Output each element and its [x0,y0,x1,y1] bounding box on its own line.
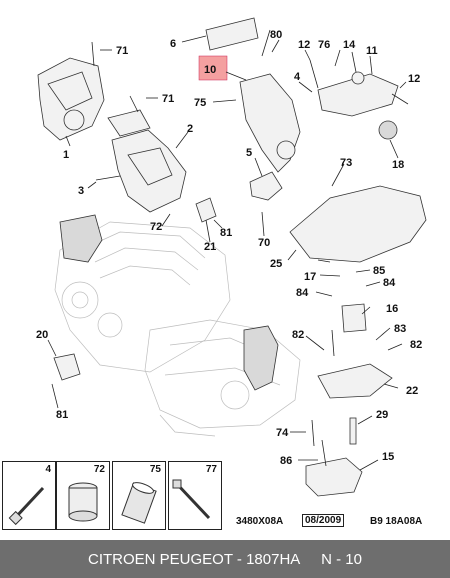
callout-71: 71 [116,45,128,57]
callout-70: 70 [258,237,270,249]
part-18-washer [378,120,398,140]
callout-2: 2 [187,123,193,135]
part-16-rubber-mount [341,303,367,333]
callout-6: 6 [170,38,176,50]
long-bolt-icon [172,479,211,520]
callout-12b: 12 [408,73,420,85]
part-5-bracket [249,171,283,201]
callout-14: 14 [343,39,356,51]
part-25-tray [289,185,427,263]
part-10-bracket [198,55,301,173]
callout-84b: 84 [296,287,309,299]
callout-72: 72 [150,221,162,233]
callout-75: 75 [194,97,206,109]
callout-17: 17 [304,271,316,283]
callout-12: 12 [298,39,310,51]
bolt-icon [8,486,45,526]
highlighted-part-callout [198,55,228,81]
footer-spacer [300,551,321,568]
part-22-lower-bracket [317,363,393,399]
part-15-mount-bracket [305,457,363,497]
legend-item-4: 4 [2,461,56,530]
callout-5: 5 [246,147,252,159]
footer-ref: N - 10 [321,550,362,568]
footer-bar: CITROEN PEUGEOT - 1807HA N - 10 [0,540,450,578]
callout-80: 80 [270,29,282,41]
part-21-bracket [195,197,217,223]
callout-82: 82 [292,329,304,341]
legend-number: 77 [205,464,217,475]
callout-85: 85 [373,265,385,277]
bolt-icons [91,29,409,467]
callout-11: 11 [366,45,378,57]
callout-25: 25 [270,258,282,270]
part-29-pin [349,417,357,445]
callout-4: 4 [294,71,301,83]
legend-item-77: 77 [168,461,222,530]
callout-83: 83 [394,323,406,335]
callout-29: 29 [376,409,388,421]
callout-81b: 81 [56,409,68,421]
callout-15: 15 [382,451,394,463]
callout-81: 81 [220,227,232,239]
legend-item-72: 72 [56,461,110,530]
callout-74: 74 [276,427,289,439]
diagram-reference: B9 18A08A [370,516,423,527]
diagram-date: 08/2009 [302,514,345,527]
legend-number: 75 [149,464,161,475]
legend-number: 72 [93,464,105,475]
part-11-torque-arm [317,71,399,117]
legend-item-75: 75 [112,461,166,530]
callout-3: 3 [78,185,84,197]
callout-18: 18 [392,159,404,171]
callout-labels: 71 6 80 12 76 14 11 10 4 12 75 71 1 2 18… [36,29,422,467]
leader-lines [47,35,407,471]
callout-10: 10 [204,64,216,76]
engine-block-drawing [54,221,301,437]
callout-73: 73 [340,157,352,169]
part-6-plate [205,17,259,51]
part-1-engine-mount [37,57,105,141]
callout-84: 84 [383,277,396,289]
callout-71b: 71 [162,93,174,105]
diagram-code: 3480X08A [236,516,284,527]
callout-16: 16 [386,303,398,315]
legend-number: 4 [45,464,51,475]
callout-20: 20 [36,329,48,341]
callout-76: 76 [318,39,330,51]
callout-1: 1 [63,149,69,161]
part-2-lower-mount [107,109,187,213]
engine-bracket-part [59,214,103,263]
callout-21: 21 [204,241,216,253]
callout-22: 22 [406,385,418,397]
part-20-clip [53,353,81,381]
sleeve-icon [68,482,98,522]
bush-icon [121,482,157,524]
callout-82b: 82 [410,339,422,351]
callout-86: 86 [280,455,292,467]
footer-brand: CITROEN PEUGEOT - 1807HA [88,550,301,568]
gearbox-bracket-part [243,325,279,391]
